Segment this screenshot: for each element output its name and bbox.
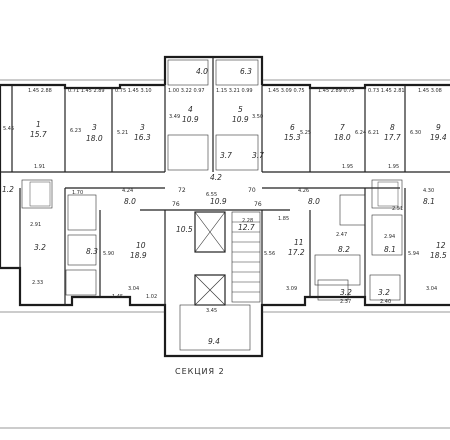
dim-2-33: 2.33 <box>32 280 43 286</box>
room-8-area: 17.7 <box>384 133 401 142</box>
room-6-area: 15.3 <box>284 133 301 142</box>
dim-2-94: 2.94 <box>384 234 395 240</box>
label-8-1-right: 8.1 <box>423 197 435 206</box>
room-4-side-dim: 3.49 <box>169 114 180 120</box>
room-8-side-dim: 6.21 <box>368 130 379 136</box>
room-10-area: 18.9 <box>130 251 147 260</box>
label-12-7: 12.7 <box>238 223 255 232</box>
room-5-number: 5 <box>238 105 243 114</box>
dim-1-95-a: 1.95 <box>342 164 353 170</box>
room-11-top-dims: 3.09 <box>286 286 297 292</box>
room-3-side-dim: 5.21 <box>117 130 128 136</box>
label-4-0: 4.0 <box>196 67 208 76</box>
room-2-top-dims: 0.71 1.45 2.89 <box>68 88 105 94</box>
room-6-number: 6 <box>290 123 295 132</box>
dim-1-70: 1.70 <box>72 190 83 196</box>
dim-3-45: 3.45 <box>206 308 217 314</box>
room-5-area: 10.9 <box>232 115 249 124</box>
label-6-3: 6.3 <box>240 67 252 76</box>
room-9-number: 9 <box>436 123 441 132</box>
dim-2-51: 2.51 <box>392 206 403 212</box>
room-11-area: 17.2 <box>288 248 305 257</box>
room-11-side-dim: 5.56 <box>264 251 275 257</box>
dim-6-55: 6.55 <box>206 192 217 198</box>
room-5-top-dims: 1.15 3.21 0.99 <box>216 88 253 94</box>
room-9-side-dim: 6.30 <box>410 130 421 136</box>
room-4-number: 4 <box>188 105 193 114</box>
room-8-number: 8 <box>390 123 395 132</box>
room-9-area: 19.4 <box>430 133 447 142</box>
label-3-7-b: 3.7 <box>252 151 264 160</box>
room-1-number: 1 <box>36 120 41 129</box>
label-10-5: 10.5 <box>176 225 193 234</box>
dimension-lines <box>0 79 450 429</box>
room-labels: 1.45 2.88 5.45 1 15.7 0.71 1.45 2.89 6.2… <box>3 88 447 292</box>
dim-2-37: 2.37 <box>340 299 351 305</box>
label-1-2: 1.2 <box>2 185 14 194</box>
dim-1-02: 1.02 <box>146 294 157 300</box>
dim-2-40: 2.40 <box>380 299 391 305</box>
label-9-4: 9.4 <box>208 337 220 346</box>
room-7-side-dim: 6.24 <box>355 130 366 136</box>
room-7-area: 18.0 <box>334 133 351 142</box>
label-4-2: 4.2 <box>210 173 222 182</box>
room-1-top-dims: 1.45 2.88 <box>28 88 52 94</box>
red-mark-70: 70 <box>248 187 256 194</box>
room-1-area: 15.7 <box>30 130 47 139</box>
room-2-area: 18.0 <box>86 134 103 143</box>
dim-4-24: 4.24 <box>122 188 133 194</box>
dim-1-91: 1.91 <box>34 164 45 170</box>
dim-1-45: 1.45 <box>112 294 123 300</box>
dim-4-26: 4.26 <box>298 188 309 194</box>
room-2-side-dim: 6.23 <box>70 128 81 134</box>
room-7-number: 7 <box>340 123 345 132</box>
dim-2-91: 2.91 <box>30 222 41 228</box>
room-10-number: 10 <box>136 241 146 250</box>
label-8-0-right: 8.0 <box>308 197 320 206</box>
room-7-top-dims: 1.45 2.89 0.75 <box>318 88 355 94</box>
room-4-area: 10.9 <box>182 115 199 124</box>
room-5-side-dim: 3.50 <box>252 114 263 120</box>
label-8-0-left: 8.0 <box>124 197 136 206</box>
room-11-number: 11 <box>294 238 304 247</box>
red-mark-76-left: 76 <box>172 201 180 208</box>
red-mark-76-right: 76 <box>254 201 262 208</box>
room-1-side-dim: 5.45 <box>3 126 14 132</box>
dim-1-95-b: 1.95 <box>388 164 399 170</box>
room-10-side-dim: 5.90 <box>103 251 114 257</box>
room-4-top-dims: 1.00 3.22 0.97 <box>168 88 205 94</box>
section-label: СЕКЦИЯ 2 <box>175 367 225 376</box>
label-3-2-right: 3.2 <box>378 288 390 297</box>
label-8-3: 8.3 <box>86 247 98 256</box>
dim-2-47: 2.47 <box>336 232 347 238</box>
room-8-top-dims: 0.73 1.45 2.81 <box>368 88 405 94</box>
room-12-top-dims: 3.04 <box>426 286 437 292</box>
label-3-2-left: 3.2 <box>34 243 46 252</box>
room-6-top-dims: 1.45 3.09 0.75 <box>268 88 305 94</box>
room-12-area: 18.5 <box>430 251 447 260</box>
interior-walls <box>0 57 450 351</box>
room-2-number: 3 <box>92 123 97 132</box>
room-3-number: 3 <box>140 123 145 132</box>
label-8-2: 8.2 <box>338 245 350 254</box>
room-10-top-dims: 3.04 <box>128 286 139 292</box>
small-labels: 8.0 8.0 8.1 8.3 8.2 8.1 3.7 3.7 3.2 3.2 … <box>2 67 435 346</box>
outer-walls <box>0 55 450 358</box>
room-3-area: 16.3 <box>134 133 151 142</box>
room-3-top-dims: 0.75 1.45 3.10 <box>115 88 152 94</box>
dim-2-28: 2.28 <box>242 218 253 224</box>
room-6-side-dim: 5.25 <box>300 130 311 136</box>
red-marks: 72 76 70 76 <box>172 187 262 208</box>
dim-1-85: 1.85 <box>278 216 289 222</box>
label-3-2-mid: 3.2 <box>340 288 352 297</box>
label-8-1-mid: 8.1 <box>384 245 396 254</box>
room-9-top-dims: 1.45 3.08 <box>418 88 442 94</box>
label-10-9: 10.9 <box>210 197 227 206</box>
red-mark-72: 72 <box>178 187 186 194</box>
dim-4-30: 4.30 <box>423 188 434 194</box>
room-12-side-dim: 5.94 <box>408 251 419 257</box>
room-12-number: 12 <box>436 241 446 250</box>
label-3-7-a: 3.7 <box>220 151 232 160</box>
